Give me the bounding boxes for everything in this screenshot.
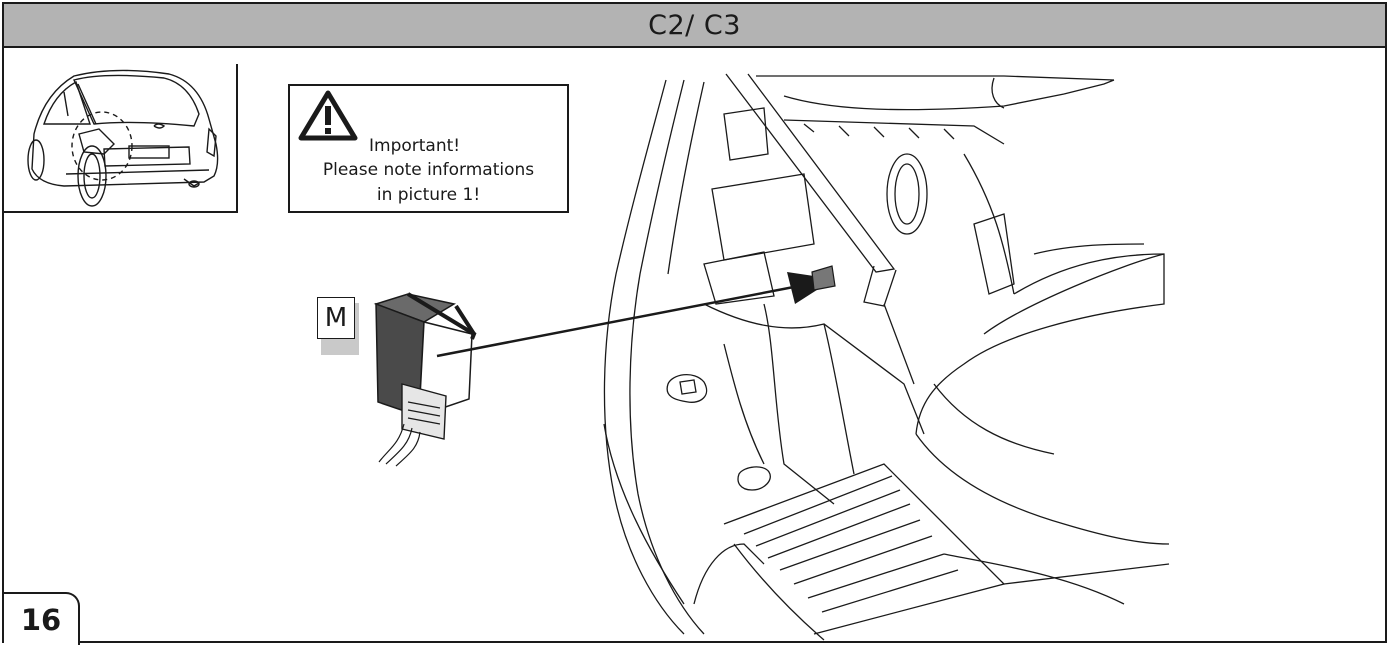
mounting-position — [811, 265, 836, 291]
part-label-box: M — [317, 297, 355, 339]
warning-triangle-icon — [298, 90, 358, 141]
notice-heading: Important! — [369, 136, 461, 156]
control-module — [373, 292, 477, 467]
notice-text-line: in picture 1! — [376, 185, 481, 205]
title-bar: C2/ C3 — [4, 4, 1385, 48]
installation-illustration — [373, 73, 1170, 641]
highlight-circle — [71, 111, 133, 181]
car-thumbnail — [4, 64, 238, 213]
notice-text-line: Please note informations — [322, 160, 535, 180]
step-number: 16 — [4, 592, 80, 645]
page-title: C2/ C3 — [648, 9, 741, 41]
part-label: M — [317, 297, 359, 355]
car-interior-drawing — [603, 73, 1170, 641]
mounting-arrow — [436, 272, 834, 358]
car-rear-illustration — [27, 69, 219, 207]
notice-box: Important! Please note informations in p… — [288, 84, 569, 213]
